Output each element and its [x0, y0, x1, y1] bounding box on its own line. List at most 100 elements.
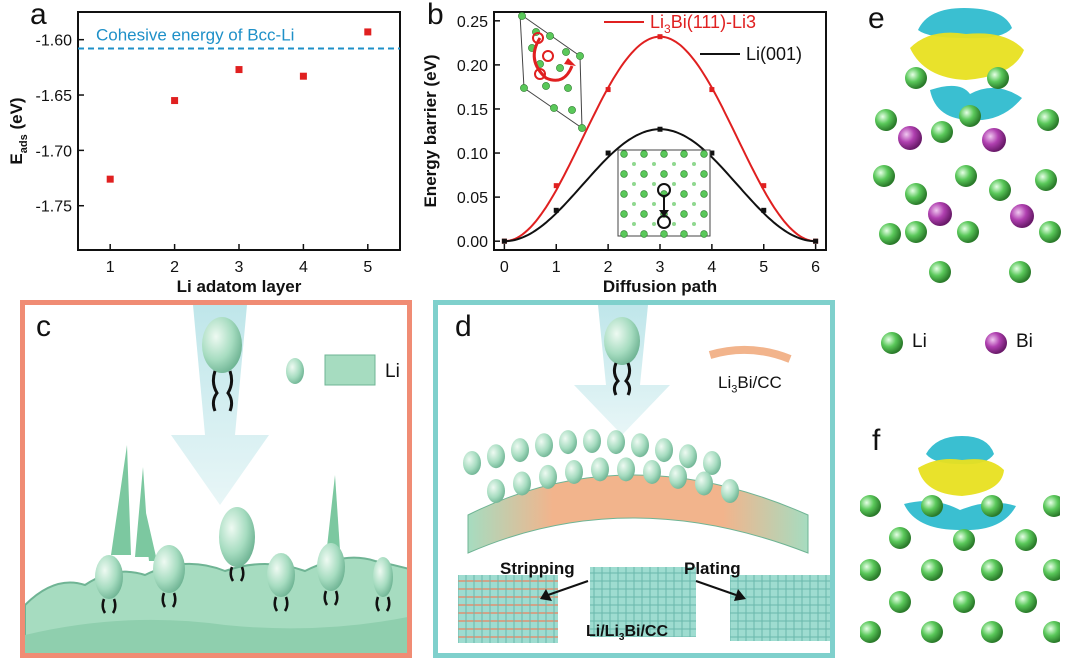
li-droplet [513, 471, 531, 496]
data-point [235, 66, 243, 74]
li-atom [1015, 591, 1037, 613]
lattice-atom [672, 202, 676, 206]
lattice-atom [660, 150, 668, 158]
li-atom [931, 121, 953, 143]
li-atom [879, 223, 901, 245]
data-point [709, 87, 715, 93]
li-atom [987, 67, 1009, 89]
droplet-leg [229, 566, 235, 582]
y-axis-label: Energy barrier (eV) [421, 54, 440, 207]
li-droplet [721, 479, 739, 503]
x-tick-label: 2 [170, 259, 179, 276]
data-point [299, 72, 307, 80]
li-atom [1009, 261, 1031, 283]
li-atom [1039, 221, 1061, 243]
li-atom [860, 621, 881, 643]
legend-li-label: Li [385, 361, 400, 382]
lattice-atom [660, 170, 668, 178]
lattice-atom [700, 190, 708, 198]
x-tick-label: 2 [604, 259, 613, 276]
li-droplet [487, 444, 505, 469]
stripping-label: Stripping [500, 559, 575, 578]
data-point [501, 238, 507, 244]
lattice-atom [620, 210, 628, 218]
lattice-atom [672, 182, 676, 186]
lattice-atom [680, 170, 688, 178]
lattice-atom [640, 150, 648, 158]
bi-atom [1010, 204, 1034, 228]
droplet-leg [283, 596, 289, 612]
panel-label-a: a [30, 0, 47, 31]
lattice-atom [700, 170, 708, 178]
x-axis-label: Diffusion path [603, 277, 717, 296]
droplet-leg [375, 596, 381, 612]
charge-density-structure-e [873, 8, 1061, 283]
inset-square-lattice [617, 149, 711, 238]
li-atom [905, 67, 927, 89]
data-point [657, 34, 663, 40]
li-atom [1035, 169, 1057, 191]
x-tick-label: 1 [106, 259, 115, 276]
lattice-atom [550, 104, 558, 112]
lattice-atom [564, 84, 572, 92]
lattice-atom [680, 190, 688, 198]
lattice-atom [692, 222, 696, 226]
legend-label-1: Li(001) [746, 44, 802, 64]
cohesive-energy-label: Cohesive energy of Bcc-Li [96, 26, 294, 45]
bi-atom [898, 126, 922, 150]
li-atom [921, 495, 943, 517]
y-tick-label: -1.70 [36, 143, 73, 160]
bi-legend-label: Bi [1016, 331, 1033, 352]
li-droplet [655, 438, 673, 463]
x-axis-label: Li adatom layer [177, 277, 302, 296]
lattice-atom [640, 210, 648, 218]
x-tick-label: 6 [811, 259, 820, 276]
droplet-leg [385, 596, 391, 612]
stripping-arrow-icon [540, 589, 552, 601]
li-droplet [463, 451, 481, 475]
lattice-atom [562, 48, 570, 56]
li-droplet [219, 507, 255, 567]
droplet-leg [171, 592, 177, 608]
li-li3bi-cc-label: Li/Li3Bi/CC [586, 623, 669, 644]
y-tick-label: 0.00 [457, 234, 488, 251]
li-atom [981, 621, 1003, 643]
lattice-atom [640, 170, 648, 178]
lattice-atom [672, 222, 676, 226]
y-tick-label: -1.75 [36, 199, 73, 216]
lattice-atom [700, 210, 708, 218]
y-tick-label: 0.15 [457, 102, 488, 119]
li-droplet [559, 430, 577, 455]
lattice-atom [640, 230, 648, 238]
li-atom [959, 105, 981, 127]
droplet-leg [333, 590, 339, 606]
li-droplet [373, 557, 393, 597]
data-point [605, 87, 611, 93]
li-li3bi-cc-mesh [590, 567, 696, 637]
li-droplet [669, 464, 687, 489]
li-droplet [631, 433, 649, 458]
droplet-leg [273, 596, 279, 612]
atom-legend: Li Bi [878, 328, 1058, 358]
li-atom [1015, 529, 1037, 551]
li-atom [905, 183, 927, 205]
diffusion-arrow-icon [532, 37, 574, 82]
li-atom [981, 495, 1003, 517]
data-point [553, 183, 559, 189]
data-point [761, 207, 767, 213]
li-atom [921, 621, 943, 643]
data-point [364, 28, 372, 36]
li-droplet [535, 433, 553, 458]
droplet-leg [239, 566, 245, 582]
panel-label-e: e [868, 2, 885, 35]
charge-density-structure-f [860, 436, 1060, 643]
y-tick-label: 0.20 [457, 58, 488, 75]
inset-hex-lattice [518, 12, 586, 132]
li3bi-cc-legend-icon [708, 345, 792, 363]
deposition-arrow [574, 305, 670, 435]
li-droplet [607, 430, 625, 455]
lattice-atom [652, 162, 656, 166]
li-atom [957, 221, 979, 243]
li-ion-droplet [604, 317, 640, 365]
